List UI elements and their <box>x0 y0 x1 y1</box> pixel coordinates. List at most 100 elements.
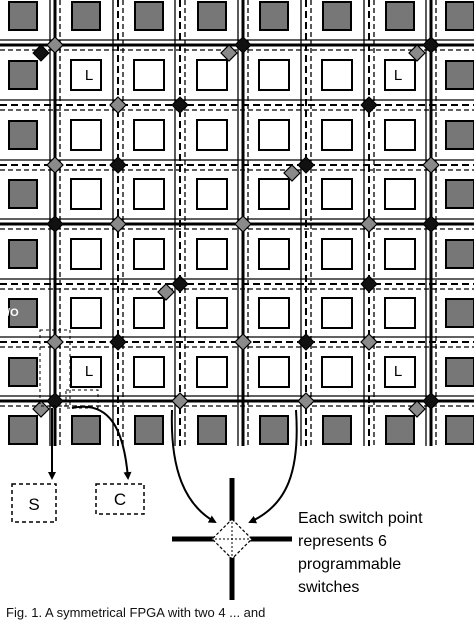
logic-block <box>70 356 102 388</box>
switch-point-arrow-left <box>170 409 217 523</box>
callout-text-line-2: represents 6 <box>298 533 387 550</box>
logic-block <box>70 238 102 270</box>
io-block <box>385 1 415 31</box>
logic-block <box>321 178 353 210</box>
io-block <box>197 415 227 445</box>
switch-point-dark <box>297 156 315 174</box>
io-block <box>445 1 474 31</box>
io-block <box>8 179 38 209</box>
io-block <box>71 1 101 31</box>
logic-block <box>321 356 353 388</box>
logic-block-label: L <box>85 67 93 84</box>
io-block <box>8 357 38 387</box>
switch-point-dark <box>360 96 378 114</box>
io-block <box>322 415 352 445</box>
switch-box <box>11 483 57 523</box>
io-block <box>259 1 289 31</box>
block-array <box>8 1 474 445</box>
io-block <box>445 415 474 445</box>
io-block <box>8 120 38 150</box>
switch-point-gray <box>109 215 127 233</box>
io-block <box>322 1 352 31</box>
logic-block <box>384 178 416 210</box>
logic-block <box>196 297 228 329</box>
switch-point-gray <box>422 156 440 174</box>
switch-point-gray <box>46 333 64 351</box>
logic-block <box>258 297 290 329</box>
switch-box-highlight <box>39 329 71 407</box>
switch-point-gray <box>32 400 50 418</box>
switch-point-gray <box>283 164 301 182</box>
switch-point-gray <box>408 400 426 418</box>
logic-block <box>384 356 416 388</box>
switch-point-gray <box>46 36 64 54</box>
logic-block <box>258 356 290 388</box>
io-block <box>385 415 415 445</box>
switch-point-arrow-right <box>248 409 298 524</box>
logic-block <box>133 297 165 329</box>
io-block <box>445 298 474 328</box>
io-block <box>8 60 38 90</box>
io-block <box>445 60 474 90</box>
logic-block <box>133 119 165 151</box>
io-block <box>71 415 101 445</box>
figure-caption: Fig. 1. A symmetrical FPGA with two 4 ..… <box>6 606 266 620</box>
logic-block <box>258 119 290 151</box>
io-block <box>8 239 38 269</box>
io-label-wrap: I/O <box>4 303 38 319</box>
switch-box-label: S <box>28 495 39 514</box>
callout-text-line-4: switches <box>298 579 359 596</box>
logic-block <box>196 238 228 270</box>
logic-block <box>258 178 290 210</box>
fpga-architecture-diagram: L L L L S C Each switch point represents <box>0 0 474 600</box>
block-labels: L L L L <box>85 67 402 380</box>
callout-text-line-3: programmable <box>298 556 401 573</box>
enlarged-switch-point <box>172 478 292 600</box>
switch-point-gray <box>46 156 64 174</box>
logic-block <box>321 59 353 91</box>
switch-point-dark <box>109 333 127 351</box>
logic-block <box>70 297 102 329</box>
logic-block <box>384 59 416 91</box>
logic-block-label: L <box>85 363 93 380</box>
io-block <box>445 239 474 269</box>
logic-block <box>258 238 290 270</box>
io-block-label: I/O <box>4 307 19 319</box>
connection-box-highlight <box>65 389 99 409</box>
switch-point-gray <box>360 333 378 351</box>
logic-block-label: L <box>394 67 402 84</box>
switch-points <box>32 36 440 418</box>
logic-block <box>321 297 353 329</box>
connection-box <box>95 483 145 515</box>
switch-point-dark <box>422 392 440 410</box>
io-block <box>445 120 474 150</box>
connection-box-arrow <box>71 405 132 480</box>
logic-block <box>196 119 228 151</box>
logic-block <box>384 119 416 151</box>
logic-block-label: L <box>394 363 402 380</box>
switch-point-gray <box>234 333 252 351</box>
io-block <box>259 415 289 445</box>
switch-point-dark <box>171 275 189 293</box>
logic-block <box>133 178 165 210</box>
io-block <box>8 1 38 31</box>
switch-point-gray <box>408 44 426 62</box>
io-block <box>445 357 474 387</box>
switch-point-dark <box>422 36 440 54</box>
logic-block <box>196 59 228 91</box>
switch-point-dark <box>32 44 50 62</box>
io-block <box>8 415 38 445</box>
switch-point-gray <box>234 215 252 233</box>
logic-block <box>384 297 416 329</box>
logic-block <box>70 119 102 151</box>
switch-point-gray <box>297 392 315 410</box>
switch-point-dark <box>109 156 127 174</box>
io-block <box>134 1 164 31</box>
switch-point-dark <box>46 215 64 233</box>
callout-text-line-1: Each switch point <box>298 510 423 527</box>
io-block <box>197 1 227 31</box>
logic-block <box>133 59 165 91</box>
io-block <box>134 415 164 445</box>
switch-point-dark <box>297 333 315 351</box>
switch-point-dark <box>171 96 189 114</box>
